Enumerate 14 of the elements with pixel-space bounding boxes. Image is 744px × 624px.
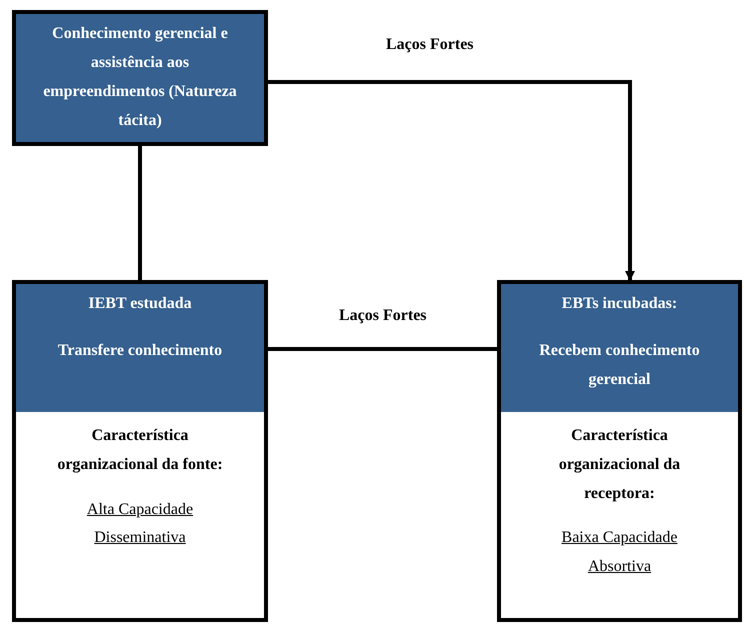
- connector-line: [268, 347, 497, 351]
- connector-line: [138, 146, 142, 280]
- body-text: Característica organizacional da receptora:: [558, 426, 682, 504]
- box-title: EBTs incubadas:: [560, 294, 678, 314]
- arrow: [268, 80, 635, 281]
- body-text: Característica organizacional da fonte:: [56, 426, 224, 475]
- underlined-note: Alta Capacidade Disseminativa: [86, 500, 194, 548]
- process-box: [497, 280, 742, 622]
- box-title: IEBT estudada: [87, 294, 193, 314]
- underlined-note: Baixa Capacidade Absortiva: [560, 528, 678, 578]
- process-box: [12, 280, 268, 622]
- box-subtitle: Transfere conhecimento: [56, 340, 224, 361]
- box-title: Conhecimento gerencial e assistência aos empreendimentos (Natureza tácita): [42, 24, 238, 131]
- box-subtitle: Recebem conhecimento gerencial: [538, 340, 701, 390]
